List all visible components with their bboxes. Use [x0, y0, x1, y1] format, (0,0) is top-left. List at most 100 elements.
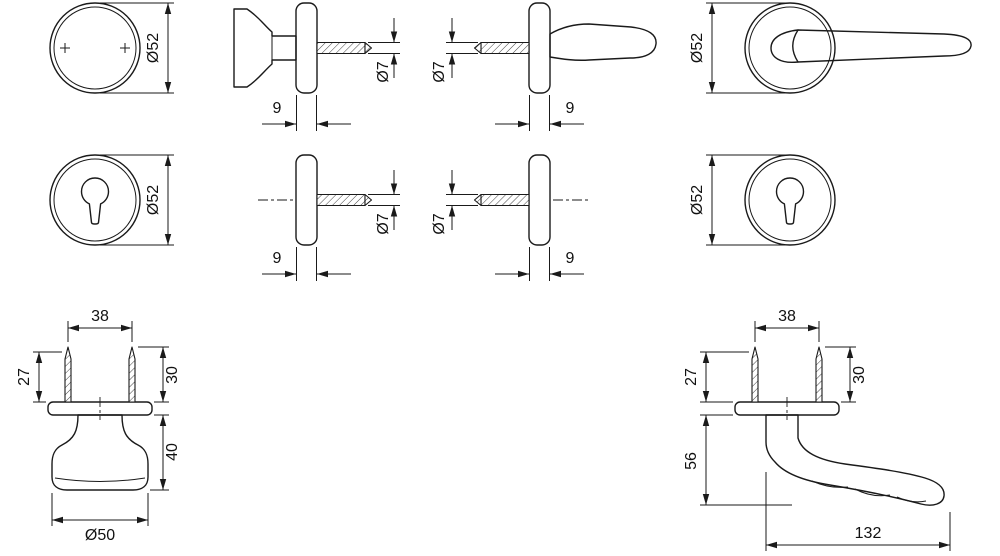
dim-rosette-thickness: 9: [262, 247, 351, 281]
screw-left: [751, 346, 759, 403]
dim-screw-spacing: 38: [754, 308, 820, 342]
dim-screw-diameter: Ø7: [368, 170, 400, 235]
euro-cylinder-keyhole-icon: [80, 177, 110, 225]
dim-label: Ø7: [431, 61, 448, 82]
dim-label: 9: [273, 100, 282, 117]
view-key-rosette-side-left: Ø7 9: [258, 154, 400, 281]
screw-right: [815, 346, 823, 403]
dim-label: Ø52: [689, 185, 706, 215]
dim-label: 9: [566, 100, 575, 117]
lever-neck: [770, 29, 799, 64]
extension-lines: [368, 42, 400, 54]
dim-label: 9: [273, 250, 282, 267]
rosette-inner-edge: [748, 6, 832, 90]
rosette-outline: [744, 154, 836, 246]
dim-screw-diameter: Ø7: [431, 170, 478, 235]
dim-label: 38: [91, 308, 109, 325]
dim-label: 30: [164, 366, 181, 384]
dim-label: Ø7: [375, 213, 392, 234]
fixing-screw: [316, 41, 366, 55]
view-knob-elevation: 38 27 30 40 Ø50: [16, 308, 181, 544]
view-knob-rosette-front: Ø52: [49, 2, 174, 94]
screw-tip: [364, 41, 373, 55]
rosette-edge: [295, 154, 318, 246]
screw-tip: [473, 41, 482, 55]
rosette-inner-edge: [53, 158, 137, 242]
knob-body: [51, 414, 149, 491]
dim-label: 56: [683, 452, 700, 470]
extension-lines: [51, 493, 149, 526]
dim-diameter: Ø52: [100, 154, 174, 246]
extension-lines: [446, 194, 478, 206]
dim-label: 40: [164, 443, 181, 461]
rosette-outline: [49, 154, 141, 246]
view-key-rosette-side-right: Ø7 9: [431, 154, 588, 281]
dim-label: Ø7: [431, 213, 448, 234]
extension-lines: [100, 2, 174, 94]
rosette-inner-edge: [748, 158, 832, 242]
dim-label: Ø52: [689, 33, 706, 63]
extension-lines: [700, 414, 792, 506]
dim-label: 9: [566, 250, 575, 267]
extension-lines: [33, 351, 62, 403]
dim-handle-length: 132: [765, 472, 951, 551]
knob-profile: [233, 8, 297, 88]
view-lever-elevation: 38 27 30 56 132: [683, 308, 951, 551]
screw-tip: [364, 193, 373, 207]
fixing-screw: [480, 193, 530, 207]
dim-label: Ø52: [145, 33, 162, 63]
dim-screw-length-right: 30: [825, 346, 868, 403]
rosette-edge: [295, 2, 318, 94]
dim-label: 38: [778, 308, 796, 325]
dim-handle-depth: 56: [683, 414, 792, 506]
dim-knob-diameter: Ø50: [51, 493, 149, 544]
dim-label: 30: [851, 366, 868, 384]
rosette-edge: [528, 154, 551, 246]
dim-label: Ø7: [375, 61, 392, 82]
screw-tip: [473, 193, 482, 207]
dim-label: Ø50: [85, 527, 115, 544]
extension-lines: [100, 154, 174, 246]
dim-rosette-thickness: 9: [495, 247, 584, 281]
euro-cylinder-keyhole-icon: [775, 177, 805, 225]
dim-label: 27: [16, 368, 33, 386]
view-key-rosette-front-right: Ø52: [689, 154, 836, 246]
dim-label: Ø52: [145, 185, 162, 215]
grip-detail-lines: [811, 480, 927, 503]
dim-knob-height: 40: [150, 414, 181, 491]
extension-lines: [296, 247, 317, 281]
screw-right: [128, 346, 136, 403]
dim-screw-length-right: 30: [138, 346, 181, 403]
view-lever-side: Ø7 9: [431, 2, 657, 131]
dim-diameter: Ø52: [689, 2, 786, 94]
fixing-screw: [480, 41, 530, 55]
rosette-outline: [49, 2, 141, 94]
extension-lines: [529, 247, 550, 281]
extension-lines: [446, 42, 478, 54]
dim-label: 27: [683, 368, 700, 386]
rosette-inner-edge: [53, 6, 137, 90]
dim-diameter: Ø52: [100, 2, 174, 94]
dim-rosette-thickness: 9: [262, 95, 351, 131]
dim-label: 132: [855, 525, 882, 542]
screw-left: [64, 346, 72, 403]
rosette-outline: [744, 2, 836, 94]
extension-lines: [700, 351, 749, 403]
fixing-screw: [316, 193, 366, 207]
screw-hole-cross-icon: [60, 43, 130, 53]
dim-screw-diameter: Ø7: [368, 18, 400, 83]
view-knob-side: Ø7 9: [233, 2, 400, 131]
rosette-edge: [528, 2, 551, 94]
dim-screw-diameter: Ø7: [431, 18, 478, 83]
view-lever-rosette-front: Ø52: [689, 2, 972, 94]
handle-neck-profile: [549, 23, 657, 61]
dim-screw-spacing: 38: [67, 308, 133, 342]
knob-face-line: [54, 477, 146, 482]
dim-screw-length-left: 27: [16, 351, 62, 403]
extension-lines: [67, 321, 133, 342]
extension-lines: [706, 154, 786, 246]
extension-lines: [296, 95, 317, 131]
lever-grip: [792, 29, 972, 63]
